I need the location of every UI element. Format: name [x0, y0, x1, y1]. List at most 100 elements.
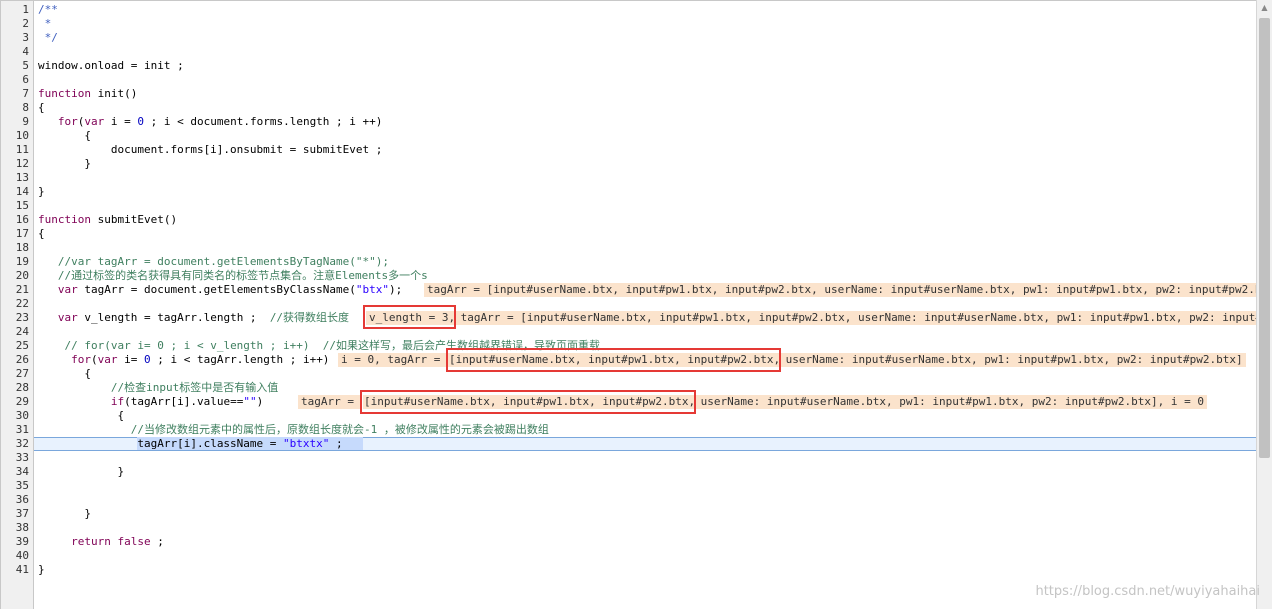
code-line-4[interactable]: 4	[1, 45, 1256, 59]
code-line-17[interactable]: 17{	[1, 227, 1256, 241]
code-line-11[interactable]: 11 document.forms[i].onsubmit = submitEv…	[1, 143, 1256, 157]
code-line-18[interactable]: 18	[1, 241, 1256, 255]
line-number: 11	[15, 143, 29, 156]
inline-value-i-line26: i = 0, tagArr =	[338, 353, 447, 367]
line-number: 37	[15, 507, 29, 520]
inline-value-tagArr-line29: tagArr =	[298, 395, 361, 409]
code-line-9[interactable]: 9 for(var i = 0 ; i < document.forms.len…	[1, 115, 1256, 129]
code-line-29[interactable]: 29 if(tagArr[i].value=="")	[1, 395, 1256, 409]
inline-value-v-length-line23: v_length = 3,	[366, 311, 456, 325]
scrollbar-thumb[interactable]	[1259, 18, 1270, 458]
code-line-15[interactable]: 15	[1, 199, 1256, 213]
code-line-26[interactable]: 26 for(var i= 0 ; i < tagArr.length ; i+…	[1, 353, 1256, 367]
code-line-25[interactable]: 25 // for(var i= 0 ; i < v_length ; i++)…	[1, 339, 1256, 353]
code-text[interactable]: for(var i= 0 ; i < tagArr.length ; i++)	[71, 353, 330, 366]
code-text[interactable]: tagArr[i].className = "btxtx" ;	[137, 437, 363, 450]
line-number: 4	[22, 45, 29, 58]
code-line-19[interactable]: 19 //var tagArr = document.getElementsBy…	[1, 255, 1256, 269]
code-text[interactable]: //检查input标签中是否有输入值	[110, 381, 279, 394]
line-number: 9	[22, 115, 29, 128]
code-line-34[interactable]: 34 }	[1, 465, 1256, 479]
code-line-41[interactable]: 41}	[1, 563, 1256, 577]
code-line-32[interactable]: 32 tagArr[i].className = "btxtx" ;	[16, 437, 1256, 451]
code-line-22[interactable]: 22	[1, 297, 1256, 311]
code-line-20[interactable]: 20 //通过标签的类名获得具有同类名的标签节点集合。注意Elements多一个…	[1, 269, 1256, 283]
vertical-scrollbar[interactable]: ▲	[1256, 0, 1272, 609]
code-line-14[interactable]: 14}	[1, 185, 1256, 199]
line-number: 25	[15, 339, 29, 352]
line-number: 28	[15, 381, 29, 394]
code-line-31[interactable]: 31 //当修改数组元素中的属性后，原数组长度就会-1 ，被修改属性的元素会被踢…	[1, 423, 1256, 437]
code-line-21[interactable]: 21 var tagArr = document.getElementsByCl…	[1, 283, 1256, 297]
code-line-13[interactable]: 13	[1, 171, 1256, 185]
code-text[interactable]: }	[38, 157, 91, 170]
line-number: 2	[22, 17, 29, 30]
code-text[interactable]: var tagArr = document.getElementsByClass…	[57, 283, 403, 296]
code-line-36[interactable]: 36	[1, 493, 1256, 507]
code-text[interactable]: for(var i = 0 ; i < document.forms.lengt…	[57, 115, 383, 128]
code-line-23[interactable]: 23 var v_length = tagArr.length ; //获得数组…	[1, 311, 1256, 325]
line-number: 8	[22, 101, 29, 114]
code-line-37[interactable]: 37 }	[1, 507, 1256, 521]
code-line-30[interactable]: 30 {	[1, 409, 1256, 423]
code-line-38[interactable]: 38	[1, 521, 1256, 535]
line-number: 21	[15, 283, 29, 296]
code-line-2[interactable]: 2 *	[1, 17, 1256, 31]
line-number: 26	[15, 353, 29, 366]
code-line-27[interactable]: 27 {	[1, 367, 1256, 381]
code-text[interactable]: /**	[38, 3, 58, 16]
code-line-12[interactable]: 12 }	[1, 157, 1256, 171]
code-text[interactable]: }	[38, 563, 45, 576]
code-text[interactable]: //var tagArr = document.getElementsByTag…	[57, 255, 390, 268]
inline-value-array-line29: [input#userName.btx, input#pw1.btx, inpu…	[363, 395, 697, 409]
code-text[interactable]: }	[38, 507, 91, 520]
code-line-8[interactable]: 8{	[1, 101, 1256, 115]
code-text[interactable]: }	[38, 185, 45, 198]
code-line-28[interactable]: 28 //检查input标签中是否有输入值	[1, 381, 1256, 395]
code-line-3[interactable]: 3 */	[1, 31, 1256, 45]
code-text[interactable]: function init()	[38, 87, 138, 100]
code-text[interactable]: *	[38, 17, 52, 30]
line-number: 38	[15, 521, 29, 534]
code-line-39[interactable]: 39 return false ;	[1, 535, 1256, 549]
line-number: 30	[15, 409, 29, 422]
code-text[interactable]: {	[38, 367, 91, 380]
line-number: 36	[15, 493, 29, 506]
code-text[interactable]: //当修改数组元素中的属性后，原数组长度就会-1 ，被修改属性的元素会被踢出数组	[130, 423, 549, 436]
code-line-33[interactable]: 33	[1, 451, 1256, 465]
code-line-24[interactable]: 24	[1, 325, 1256, 339]
code-text[interactable]: var v_length = tagArr.length ; //获得数组长度	[57, 311, 350, 324]
watermark: https://blog.csdn.net/wuyiyahaihai	[1035, 584, 1260, 599]
code-text[interactable]: {	[38, 227, 45, 240]
code-text[interactable]: window.onload = init ;	[38, 59, 184, 72]
code-line-6[interactable]: 6	[1, 73, 1256, 87]
code-line-35[interactable]: 35	[1, 479, 1256, 493]
code-text[interactable]: //通过标签的类名获得具有同类名的标签节点集合。注意Elements多一个s	[57, 269, 428, 282]
code-text[interactable]: document.forms[i].onsubmit = submitEvet …	[38, 143, 383, 156]
code-text[interactable]: if(tagArr[i].value=="")	[110, 395, 264, 408]
line-number: 24	[15, 325, 29, 338]
code-line-1[interactable]: 1/**	[1, 3, 1256, 17]
code-line-40[interactable]: 40	[1, 549, 1256, 563]
code-text[interactable]: {	[38, 129, 91, 142]
code-text[interactable]: {	[38, 409, 125, 422]
code-text[interactable]: // for(var i= 0 ; i < v_length ; i++) //…	[64, 339, 601, 352]
line-number: 12	[15, 157, 29, 170]
code-line-16[interactable]: 16 function submitEvet()	[1, 213, 1256, 227]
inline-value-tagArr-line21: tagArr = [input#userName.btx, input#pw1.…	[424, 283, 1256, 297]
line-number: 39	[15, 535, 29, 548]
code-text[interactable]: {	[38, 101, 45, 114]
code-text[interactable]: function submitEvet()	[38, 213, 178, 226]
code-text[interactable]: */	[38, 31, 58, 44]
scroll-up-arrow-icon[interactable]: ▲	[1261, 3, 1268, 12]
code-line-10[interactable]: 10 {	[1, 129, 1256, 143]
code-text[interactable]: return false ;	[71, 535, 164, 548]
code-text[interactable]: }	[38, 465, 125, 478]
line-number: 16	[15, 213, 29, 226]
line-number: 20	[15, 269, 29, 282]
line-number: 18	[15, 241, 29, 254]
